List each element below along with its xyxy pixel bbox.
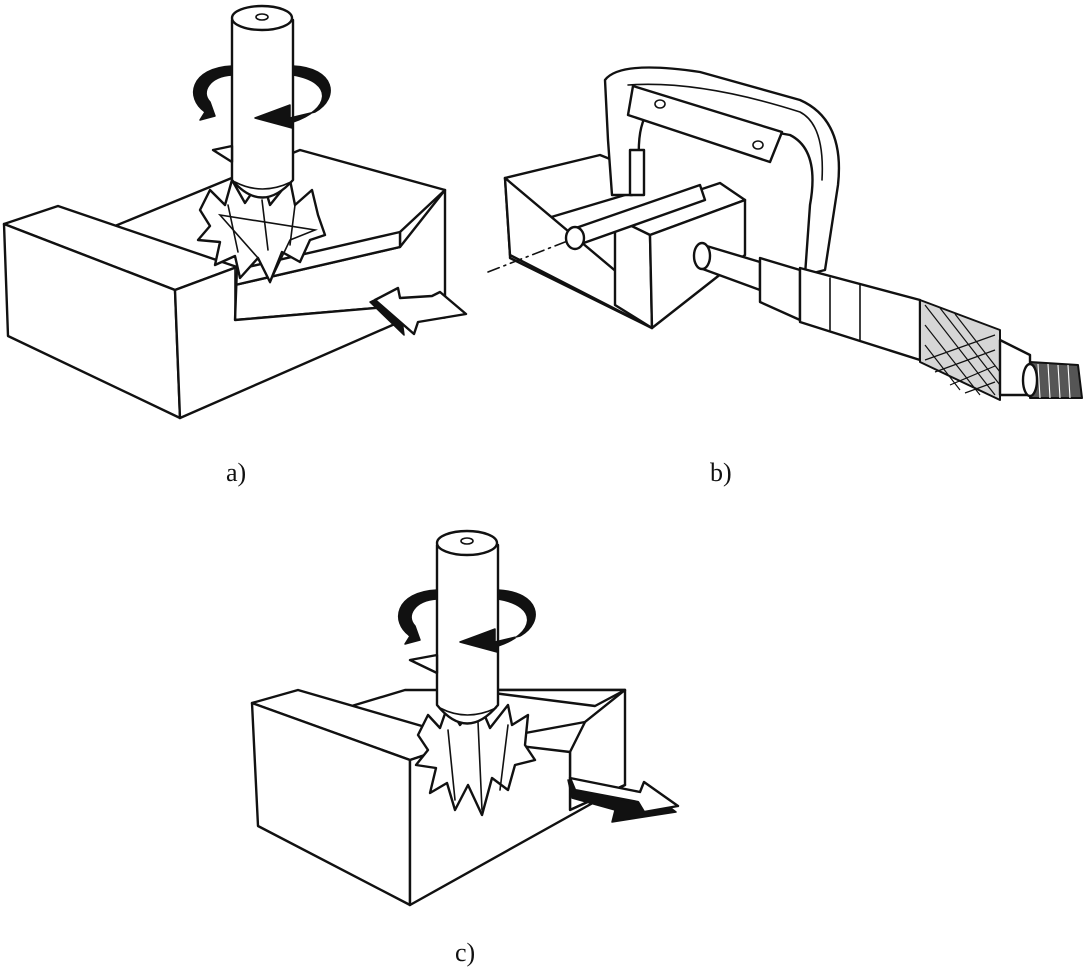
caption-a: a) [226, 458, 247, 487]
panel-b-gauge-pin [487, 183, 707, 273]
rotation-arrow-icon [398, 589, 536, 653]
panel-c-cutter [408, 529, 537, 817]
caption-c: c) [455, 938, 476, 967]
panel-b-micrometer [603, 66, 1083, 401]
retract-arrow-icon [567, 776, 680, 823]
panel-c-workpiece [250, 688, 627, 907]
rotation-arrow-icon [193, 65, 331, 129]
feed-arrow-icon [369, 286, 468, 336]
panel-a-cutter [196, 4, 327, 284]
panel-a-workpiece [2, 148, 447, 420]
caption-b: b) [710, 458, 732, 487]
